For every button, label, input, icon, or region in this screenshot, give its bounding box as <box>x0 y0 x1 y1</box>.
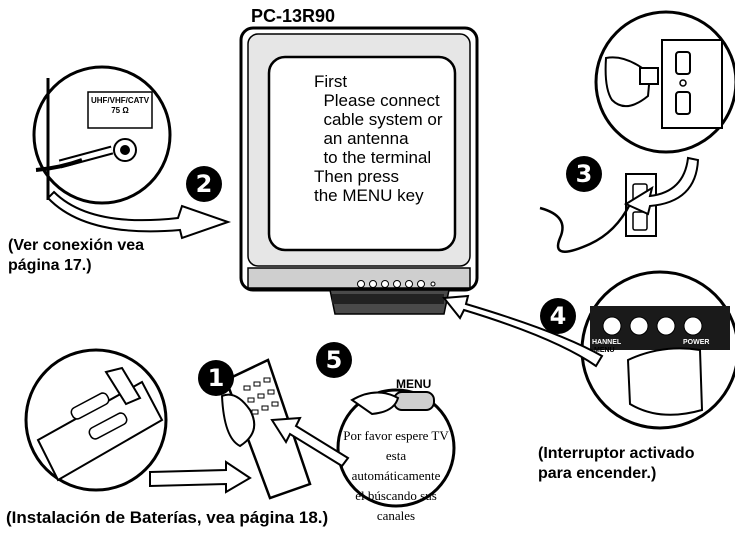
tv-screen-line: cable system or <box>314 110 443 129</box>
antenna-panel-label: UHF/VHF/CATV 75 Ω <box>90 96 150 116</box>
power-panel-detail <box>580 270 735 430</box>
tv-screen-line: First <box>314 72 348 91</box>
step-1-badge: 1 <box>198 360 234 396</box>
tv-screen-line: to the terminal <box>314 148 432 167</box>
outlet-detail <box>594 10 735 154</box>
step-3-badge: 3 <box>566 156 602 192</box>
menu-bubble <box>336 388 456 508</box>
menu-bubble-line: canales <box>376 508 416 523</box>
antenna-terminal-detail <box>32 65 172 205</box>
batteries-caption: (Instalación de Baterías, vea página 18.… <box>6 508 329 527</box>
power-panel-power-label: POWER <box>683 339 710 346</box>
power-caption-line: para encender.) <box>538 465 657 482</box>
battery-compartment-detail <box>24 348 168 492</box>
step-4-badge: 4 <box>540 298 576 334</box>
menu-bubble-line: Por favor espere TV <box>343 428 449 443</box>
connection-caption-line: página 17.) <box>8 257 92 274</box>
model-label: PC-13R90 <box>251 6 336 26</box>
remote-control <box>220 358 312 500</box>
menu-key-label: MENU <box>396 377 432 391</box>
tv-screen-line: Then press <box>314 167 400 186</box>
power-panel-channel-label: HANNEL <box>592 339 622 346</box>
menu-bubble-text: Por favor espere TV esta automáticamente… <box>340 426 452 526</box>
step-5-badge: 5 <box>316 342 352 378</box>
connection-caption-line: (Ver conexión vea <box>8 237 145 254</box>
menu-bubble-line: esta automáticamente <box>351 448 441 483</box>
antenna-label-line: 75 Ω <box>111 106 129 115</box>
tv-screen-message: First Please connect cable system or an … <box>314 72 443 205</box>
antenna-label-line: UHF/VHF/CATV <box>90 96 150 105</box>
tv-screen-line: an antenna <box>314 129 409 148</box>
tv-set <box>239 26 479 315</box>
menu-bubble-line: el búscando sus <box>355 488 437 503</box>
power-panel-menu-label: MENU <box>594 347 615 354</box>
connection-caption: (Ver conexión vea página 17.) <box>8 236 144 276</box>
tv-screen-line: Please connect <box>314 91 440 110</box>
power-caption: (Interruptor activado para encender.) <box>538 444 694 484</box>
tv-screen-line: the MENU key <box>314 186 424 205</box>
power-caption-line: (Interruptor activado <box>538 445 695 462</box>
step-2-badge: 2 <box>186 166 222 202</box>
